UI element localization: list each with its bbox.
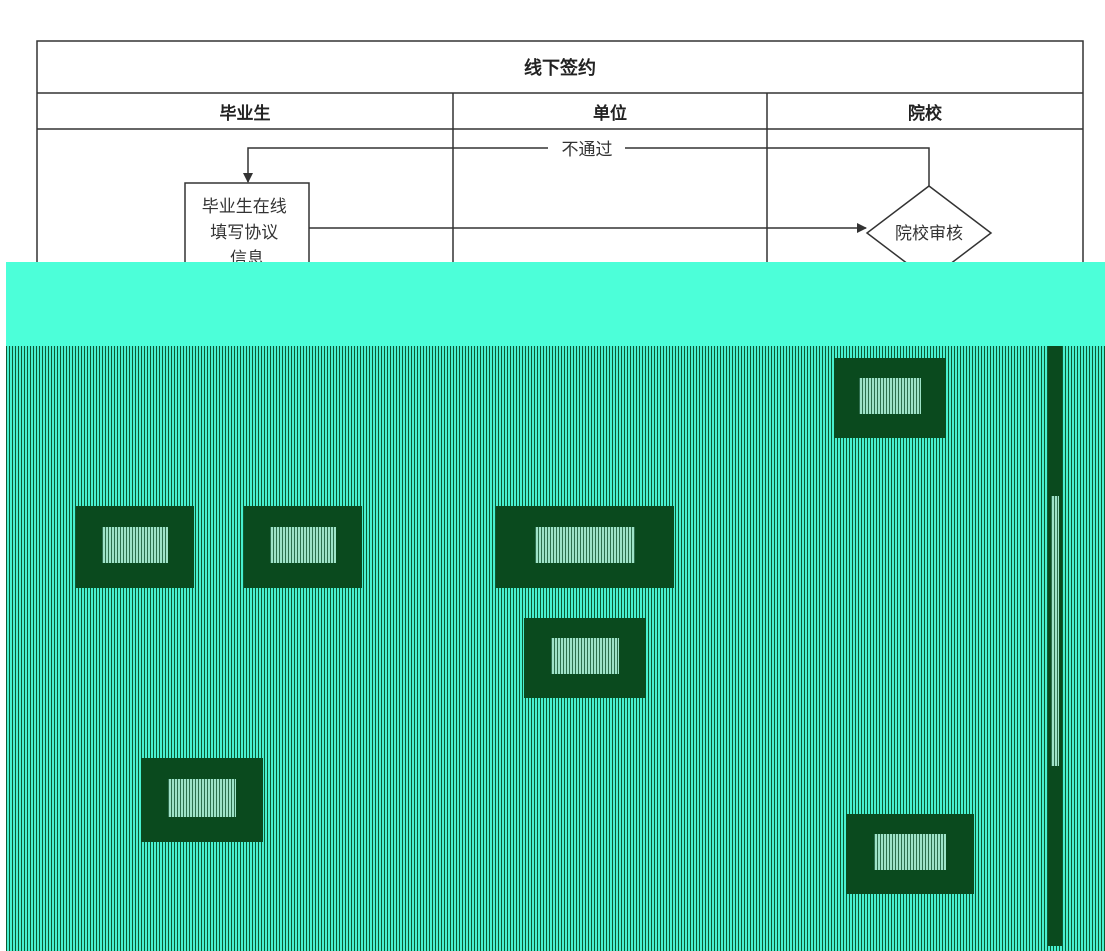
process-fill-agreement — [184, 182, 310, 276]
lane-title-employer: 单位 — [593, 103, 627, 124]
arrow-reject-return — [625, 147, 930, 186]
arrow-reject-return-tail — [243, 147, 548, 183]
diagram-title: 线下签约 — [524, 57, 596, 79]
lane-title-graduate: 毕业生 — [220, 103, 271, 124]
decision-school-review-label: 院校审核 — [895, 224, 963, 244]
corrupted-block — [846, 814, 974, 894]
corrupted-block — [76, 506, 194, 588]
corrupted-band — [6, 262, 1105, 346]
corrupted-block — [244, 506, 362, 588]
reject-label: 不通过 — [562, 140, 613, 160]
corrupted-block — [496, 506, 674, 588]
corrupted-block — [834, 358, 946, 438]
corrupted-block — [524, 618, 646, 698]
corrupted-block — [141, 758, 263, 842]
lane-title-school: 院校 — [908, 103, 943, 124]
corrupted-block — [1048, 346, 1062, 946]
corrupted-region — [6, 346, 1105, 951]
